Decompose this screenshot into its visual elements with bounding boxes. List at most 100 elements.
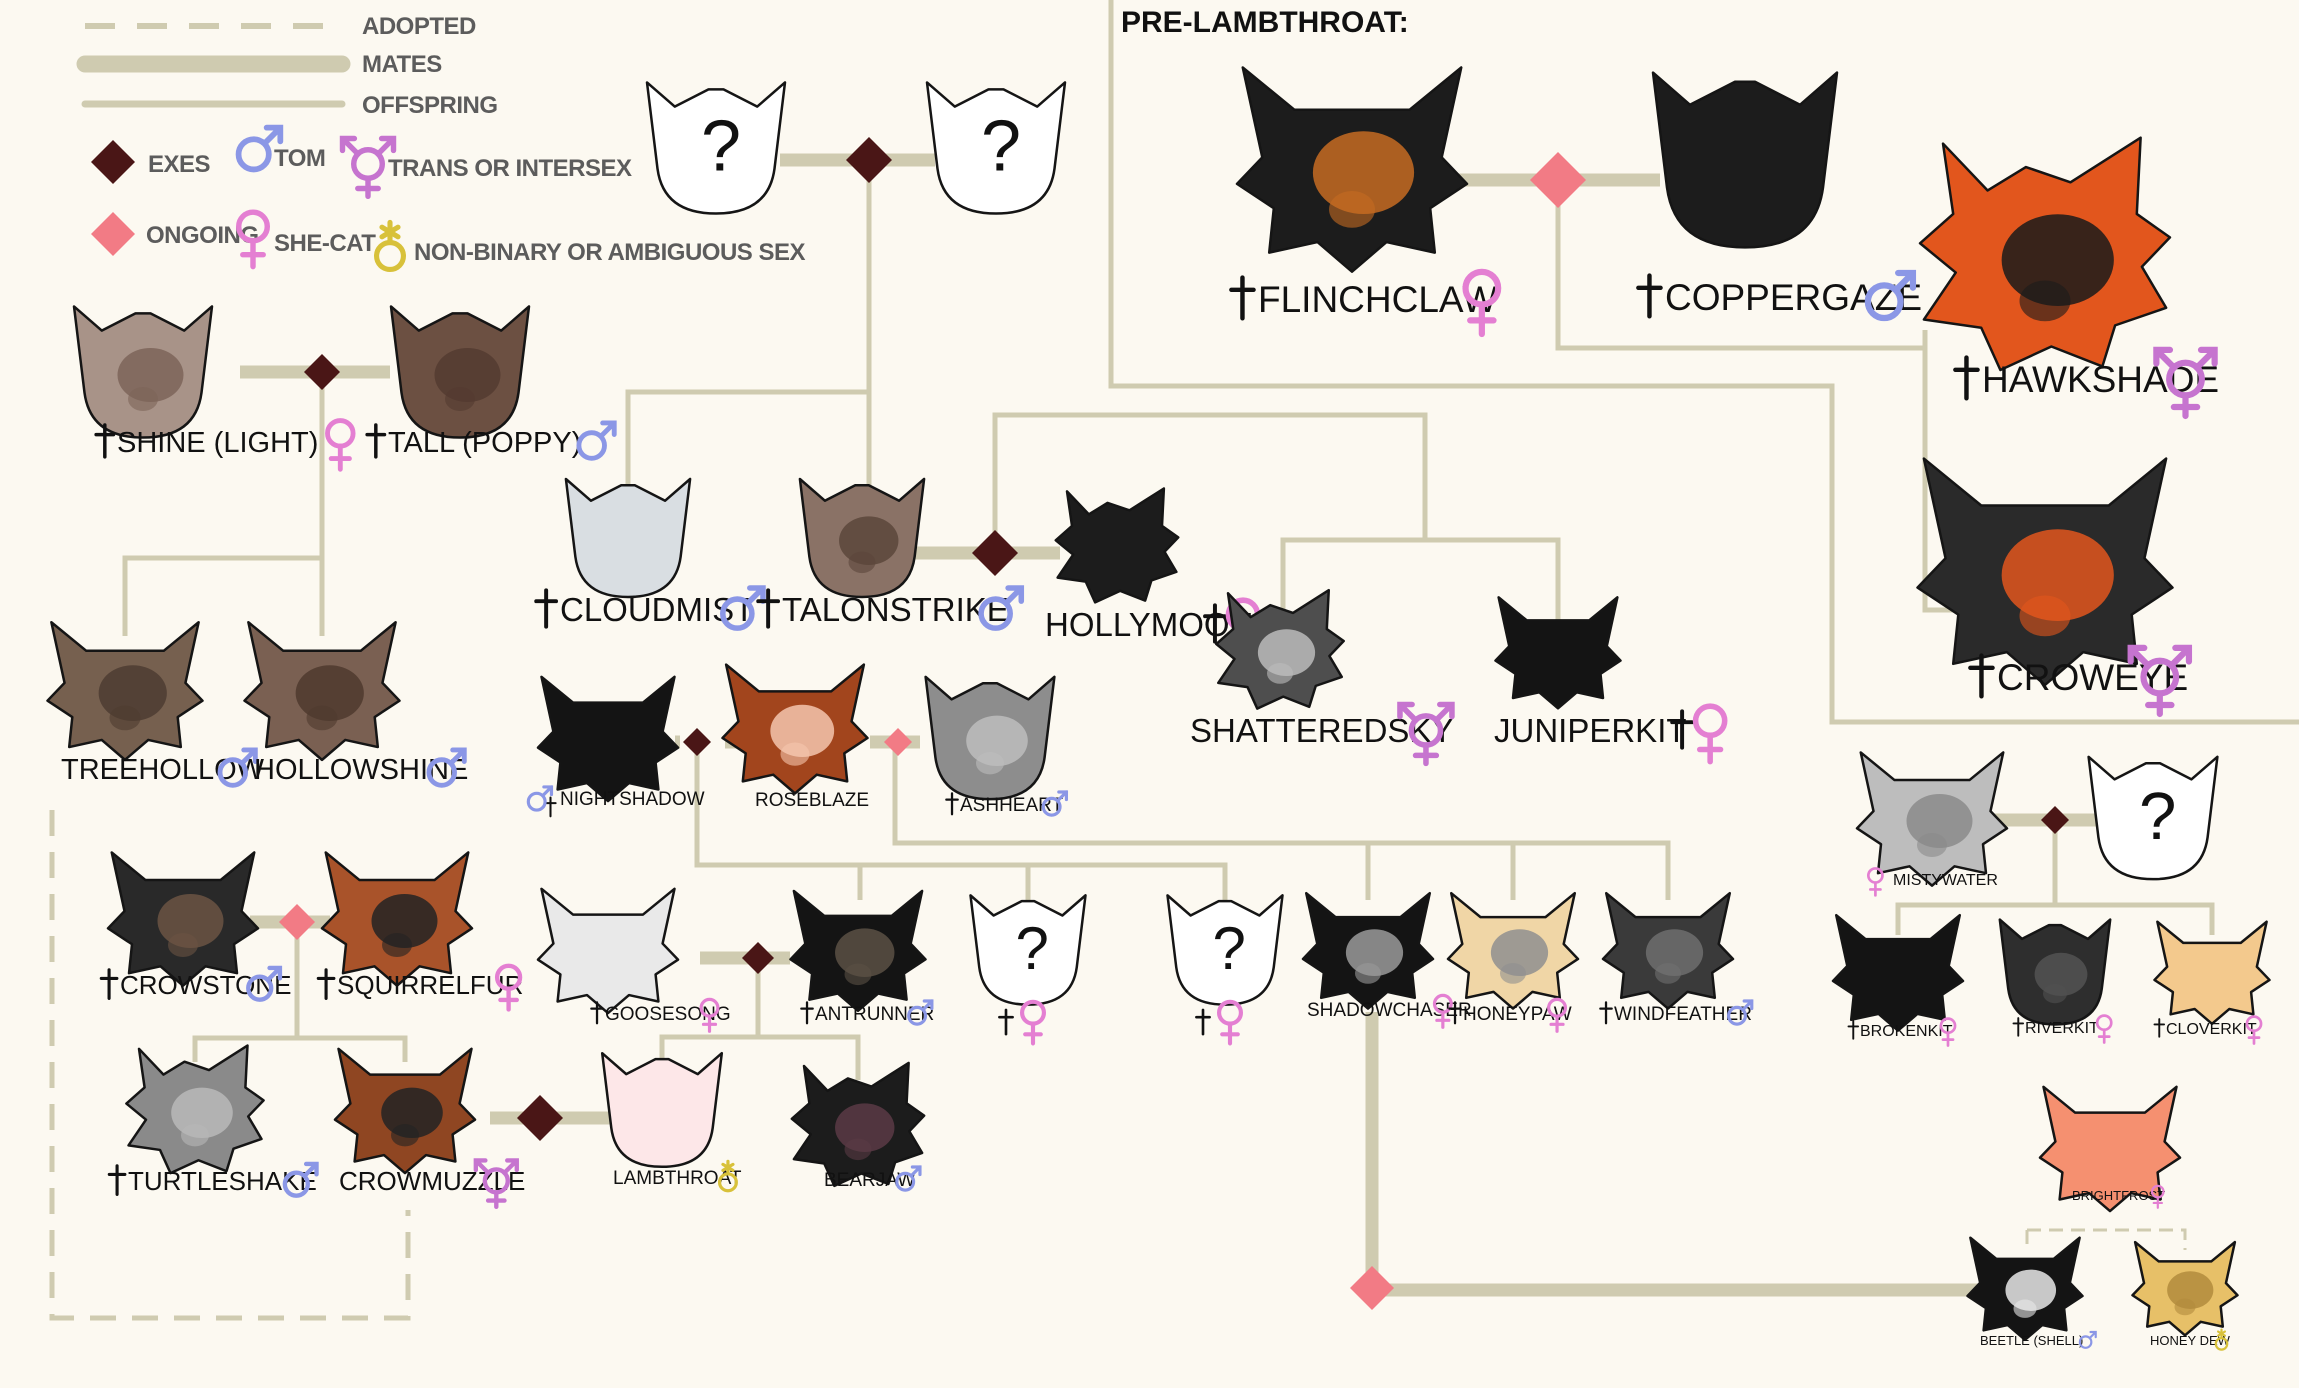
legend-label-she_cat: SHE-CAT (274, 230, 376, 257)
deceased-icon (800, 1001, 814, 1025)
sex-icon-tom (895, 1165, 922, 1192)
cat-portrait-tall (389, 305, 531, 439)
cat-node-unknown-top-2: ? (925, 81, 1067, 215)
cat-node-brightfrost: BRIGHTFROST (2038, 1085, 2182, 1213)
sex-icon-she-cat (1866, 867, 1884, 897)
offspring-line (625, 160, 872, 500)
cat-node-juniperkit: JUNIPERKIT (1494, 596, 1728, 765)
deceased-icon (1847, 1020, 1860, 1040)
sex-icon-she-cat (2245, 1015, 2263, 1045)
sex-icon-she-cat (699, 997, 720, 1033)
cat-node-beetle: BEETLE (SHELL) (1966, 1236, 2097, 1349)
cat-node-mistywater: MISTYWATER (1855, 751, 2009, 897)
cat-portrait-hollymoon (1054, 487, 1180, 604)
sex-icon-tom (2078, 1330, 2097, 1349)
sex-icon-she-cat (1020, 999, 1047, 1046)
sex-icon-she-cat (2150, 1184, 2165, 1209)
adopted-line (2027, 1228, 2187, 1250)
cat-node-hollymoon: HOLLYMOON (1045, 487, 1261, 659)
cat-node-croweye: CROWEYE (1916, 457, 2193, 718)
cat-node-windfeather: WINDFEATHER (1599, 891, 1754, 1026)
sex-icon-she-cat (1462, 268, 1502, 338)
deceased-icon (2012, 1017, 2025, 1037)
exes-diamond (683, 728, 711, 756)
cat-node-ashheart: ASHHEART (924, 675, 1069, 817)
legend-she-cat-icon (236, 209, 271, 270)
cat-name-tall: TALL (POPPY) (388, 427, 581, 459)
sex-icon-tom (426, 747, 467, 788)
unknown-mark: ? (1213, 915, 1246, 982)
deceased-icon (99, 968, 119, 1000)
adopted-line (49, 810, 411, 1321)
legend-tom-icon (235, 124, 284, 173)
sex-icon-nonbinary (717, 1159, 738, 1193)
cat-node-talonstrike: TALONSTRIKE (756, 477, 1025, 631)
cat-name-shadowchaser: SHADOWCHASER (1307, 1000, 1472, 1021)
legend-label-mates: MATES (362, 51, 442, 78)
cat-portrait-antrunner (789, 889, 927, 1013)
offspring-line (758, 1034, 861, 1080)
sex-icon-trans (2127, 644, 2193, 718)
cat-node-coppergaze: COPPERGAZE (1636, 71, 1922, 322)
cat-portrait-goosesong (536, 887, 680, 1015)
cat-portrait-unknown-1: ? (969, 894, 1087, 1006)
deceased-icon (590, 1001, 604, 1025)
offspring-line (192, 922, 300, 1062)
cat-portrait-cloverkit (2153, 920, 2271, 1026)
offspring-line (992, 412, 1428, 610)
cat-portrait-coppergaze (1651, 71, 1839, 249)
deceased-icon (365, 423, 387, 459)
cat-portrait-hawkshade (1918, 136, 2172, 372)
deceased-icon (107, 1164, 127, 1196)
sex-icon-tom (907, 999, 934, 1026)
offspring-line (1425, 537, 1561, 620)
cat-portrait-cloudmist (564, 477, 692, 599)
cat-portrait-hollowshine (243, 621, 401, 762)
cat-portrait-honeypaw (1446, 891, 1580, 1010)
cat-node-shadowchaser: SHADOWCHASER (1301, 891, 1472, 1029)
cat-nodes: ??SHINE (LIGHT)TALL (POPPY)TREEHOLLOWHOL… (46, 66, 2271, 1351)
cat-node-hollowshine: HOLLOWSHINE (243, 621, 468, 788)
cat-name-ashheart: ASHHEART (960, 795, 1064, 816)
cat-name-brokenkit: BROKENKIT (1860, 1023, 1953, 1040)
sex-icon-tom (526, 785, 554, 812)
exes-diamond (304, 354, 340, 390)
deceased-icon (1968, 653, 1995, 699)
cat-node-brokenkit: BROKENKIT (1831, 913, 1965, 1047)
cat-portrait-honeydew (2131, 1240, 2239, 1337)
legend-label-tom: TOM (274, 145, 325, 172)
deceased-icon (1670, 709, 1694, 750)
legend-label-nonbinary: NON-BINARY OR AMBIGUOUS SEX (414, 239, 805, 266)
deceased-icon (2153, 1018, 2166, 1038)
cat-portrait-juniperkit (1494, 596, 1622, 710)
cat-name-honeypaw: HONEYPAW (1463, 1004, 1572, 1025)
cat-portrait-treehollow (46, 621, 204, 762)
cat-node-treehollow: TREEHOLLOW (46, 621, 265, 788)
sex-icon-nonbinary (2214, 1328, 2229, 1351)
sex-icon-tom (246, 965, 283, 1002)
cat-name-windfeather: WINDFEATHER (1614, 1004, 1752, 1025)
cat-node-crowmuzzle: CROWMUZZLE (333, 1047, 525, 1210)
cat-portrait-brightfrost (2038, 1085, 2182, 1213)
deceased-icon (94, 423, 116, 459)
unknown-mark: ? (701, 107, 741, 187)
exes-diamond (517, 1095, 563, 1141)
offspring-line (2055, 902, 2215, 935)
sex-icon-tom (1727, 999, 1754, 1026)
offspring-line (1895, 820, 2058, 935)
sex-icon-she-cat (325, 418, 356, 472)
cat-portrait-ashheart (924, 675, 1056, 801)
cat-node-antrunner: ANTRUNNER (789, 889, 934, 1026)
legend-label-trans_intersex: TRANS OR INTERSEX (388, 155, 632, 182)
cat-name-nightshadow: NIGHTSHADOW (560, 789, 705, 810)
deceased-icon (998, 1008, 1014, 1036)
cat-name-squirrelfur: SQUIRRELFUR (337, 970, 523, 1000)
ongoing-diamond (884, 728, 912, 756)
cat-node-flinchclaw: FLINCHCLAW (1229, 66, 1502, 338)
cat-node-nightshadow: NIGHTSHADOW (526, 675, 705, 818)
legend-exes-diamond (91, 140, 135, 184)
cat-portrait-flinchclaw (1235, 66, 1469, 273)
deceased-icon (316, 968, 336, 1000)
